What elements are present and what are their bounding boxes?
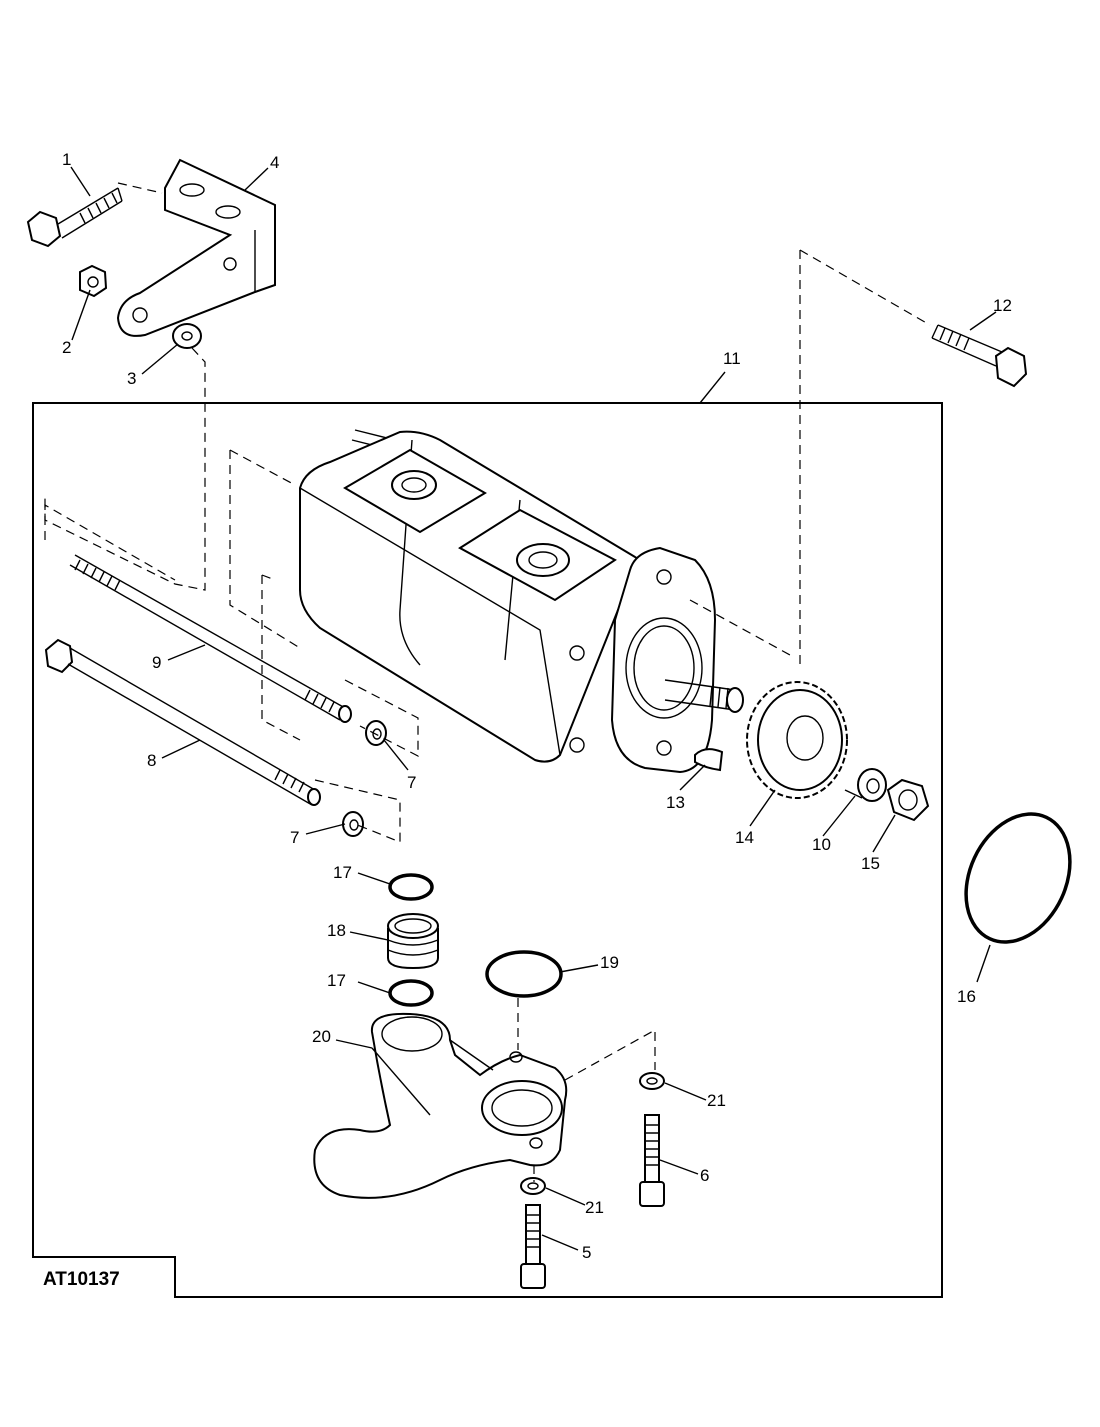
part-4-bracket — [116, 158, 276, 337]
part-11-pump — [299, 429, 744, 774]
callout-11: 11 — [723, 349, 741, 368]
part-17-o-ring-lower — [388, 979, 434, 1007]
part-15-nut — [886, 778, 930, 822]
callout-17-lower: 17 — [327, 971, 346, 990]
callout-5: 5 — [582, 1243, 591, 1262]
callout-17-upper: 17 — [333, 863, 352, 882]
callout-20: 20 — [312, 1027, 331, 1046]
part-5-cap-screw — [520, 1204, 546, 1289]
callout-12: 12 — [993, 296, 1012, 315]
callout-19: 19 — [600, 953, 619, 972]
callout-labels: 1 2 3 4 5 6 7 7 8 9 10 11 12 13 14 15 16… — [62, 150, 1012, 1262]
part-3-washer — [172, 323, 202, 349]
callout-9: 9 — [152, 653, 161, 672]
part-13-key — [694, 748, 724, 772]
callout-4: 4 — [270, 153, 279, 172]
callout-3: 3 — [127, 369, 136, 388]
part-6-cap-screw — [639, 1114, 665, 1207]
part-7-lock-washer-lower — [342, 811, 364, 837]
figure-code: AT10137 — [43, 1269, 120, 1290]
assembly-frame — [32, 402, 943, 1298]
callout-1: 1 — [62, 150, 71, 169]
part-9-stud — [69, 554, 352, 723]
part-2-nut — [79, 264, 108, 298]
callout-18: 18 — [327, 921, 346, 940]
part-20-elbow — [313, 1012, 568, 1199]
part-18-sleeve — [387, 913, 439, 970]
part-10-tab-washer — [844, 768, 887, 802]
alignment-lines — [44, 182, 931, 1182]
callout-6: 6 — [700, 1166, 709, 1185]
part-19-o-ring — [485, 950, 563, 998]
callout-2: 2 — [62, 338, 71, 357]
part-1-bolt — [26, 187, 123, 248]
part-21-washer-bottom — [520, 1177, 546, 1195]
part-12-bolt — [931, 324, 1028, 388]
callout-14: 14 — [735, 828, 754, 847]
part-8-bolt — [44, 638, 321, 806]
callout-21-right: 21 — [707, 1091, 726, 1110]
callout-10: 10 — [812, 835, 831, 854]
callout-8: 8 — [147, 751, 156, 770]
callout-15: 15 — [861, 854, 880, 873]
part-14-gear — [746, 681, 848, 799]
callout-21-bottom: 21 — [585, 1198, 604, 1217]
part-7-lock-washer-upper — [365, 720, 387, 746]
part-17-o-ring-upper — [388, 873, 434, 901]
part-21-washer-right — [639, 1072, 665, 1090]
part-16-o-ring — [964, 812, 1072, 944]
leader-lines — [70, 166, 997, 1251]
callout-7-lower: 7 — [290, 828, 299, 847]
callout-16: 16 — [957, 987, 976, 1006]
callout-7-upper: 7 — [407, 773, 416, 792]
callout-13: 13 — [666, 793, 685, 812]
